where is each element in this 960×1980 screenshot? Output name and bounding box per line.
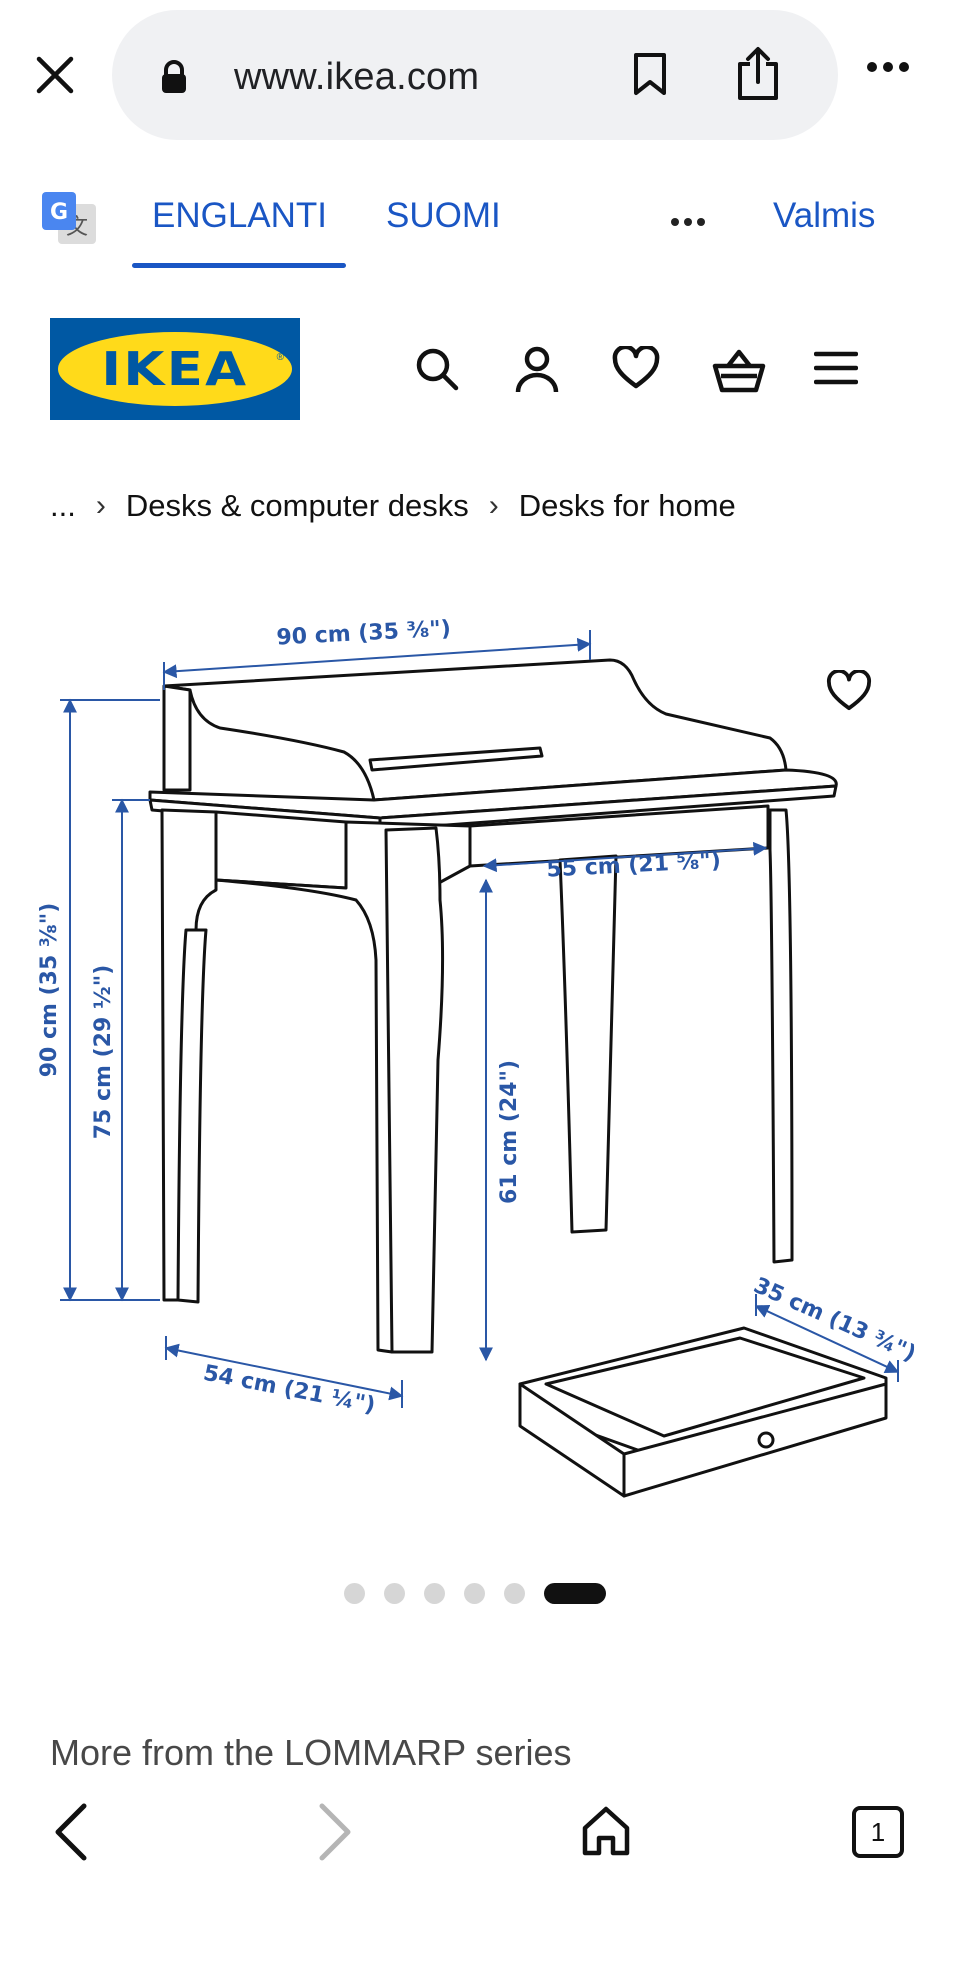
logo-text: IKEA	[101, 342, 249, 396]
chevron-right-icon: ›	[95, 489, 106, 522]
forward-icon[interactable]	[318, 1802, 354, 1867]
back-icon[interactable]	[52, 1802, 88, 1867]
favourite-heart-icon[interactable]	[826, 669, 872, 717]
product-image[interactable]: 90 cm (35 ⅜") 90 cm (35 ⅜") 75 cm (29 ½"…	[0, 580, 960, 1540]
carousel-dot[interactable]	[464, 1582, 485, 1604]
breadcrumb-desks-for-home[interactable]: Desks for home	[518, 488, 736, 523]
ikea-logo[interactable]: IKEA ®	[50, 318, 300, 420]
dimension-knee-height: 61 cm (24")	[497, 1060, 522, 1204]
breadcrumb: ... › Desks & computer desks › Desks for…	[50, 488, 736, 524]
google-translate-icon[interactable]: 文 G	[40, 190, 98, 253]
chevron-right-icon: ›	[488, 489, 499, 522]
carousel-dot[interactable]	[384, 1582, 405, 1604]
dimension-desk-height: 75 cm (29 ½")	[91, 965, 116, 1140]
translate-more-icon[interactable]	[670, 214, 706, 232]
tabs-icon[interactable]: 1	[852, 1806, 904, 1858]
done-button[interactable]: Valmis	[773, 196, 876, 235]
series-link[interactable]: More from the LOMMARP series	[50, 1732, 572, 1773]
carousel-indicator	[344, 1582, 606, 1604]
carousel-dot-active[interactable]	[544, 1582, 606, 1604]
close-icon[interactable]	[30, 50, 80, 100]
basket-icon[interactable]	[712, 346, 766, 399]
menu-icon[interactable]	[813, 350, 859, 391]
share-icon[interactable]	[734, 46, 782, 107]
svg-text:G: G	[50, 200, 68, 225]
heart-icon[interactable]	[612, 344, 660, 395]
dimension-depth: 54 cm (21 ¼")	[201, 1361, 377, 1419]
browser-top-bar: www.ikea.com	[0, 0, 960, 150]
carousel-dot[interactable]	[424, 1582, 445, 1604]
home-icon[interactable]	[580, 1804, 632, 1863]
url-text: www.ikea.com	[234, 56, 480, 98]
search-icon[interactable]	[414, 346, 460, 397]
breadcrumb-desks-computer-desks[interactable]: Desks & computer desks	[125, 488, 469, 523]
carousel-dot[interactable]	[504, 1582, 525, 1604]
active-tab-indicator	[132, 263, 346, 268]
url-bar[interactable]: www.ikea.com	[112, 10, 838, 140]
browser-bottom-bar: 1	[0, 1770, 960, 1980]
account-icon[interactable]	[514, 346, 560, 399]
breadcrumb-ellipsis[interactable]: ...	[50, 488, 76, 523]
carousel-dot[interactable]	[344, 1582, 365, 1604]
bookmark-icon[interactable]	[632, 52, 668, 101]
translate-bar: 文 G ENGLANTI SUOMI Valmis	[0, 150, 960, 270]
tab-suomi[interactable]: SUOMI	[386, 196, 501, 235]
dimension-width: 90 cm (35 ⅜")	[276, 616, 452, 650]
dimension-total-height: 90 cm (35 ⅜")	[37, 903, 62, 1078]
lock-icon	[160, 60, 188, 99]
site-header: IKEA ®	[0, 300, 960, 440]
more-horizontal-icon[interactable]	[866, 60, 910, 78]
tab-englanti[interactable]: ENGLANTI	[152, 196, 328, 235]
